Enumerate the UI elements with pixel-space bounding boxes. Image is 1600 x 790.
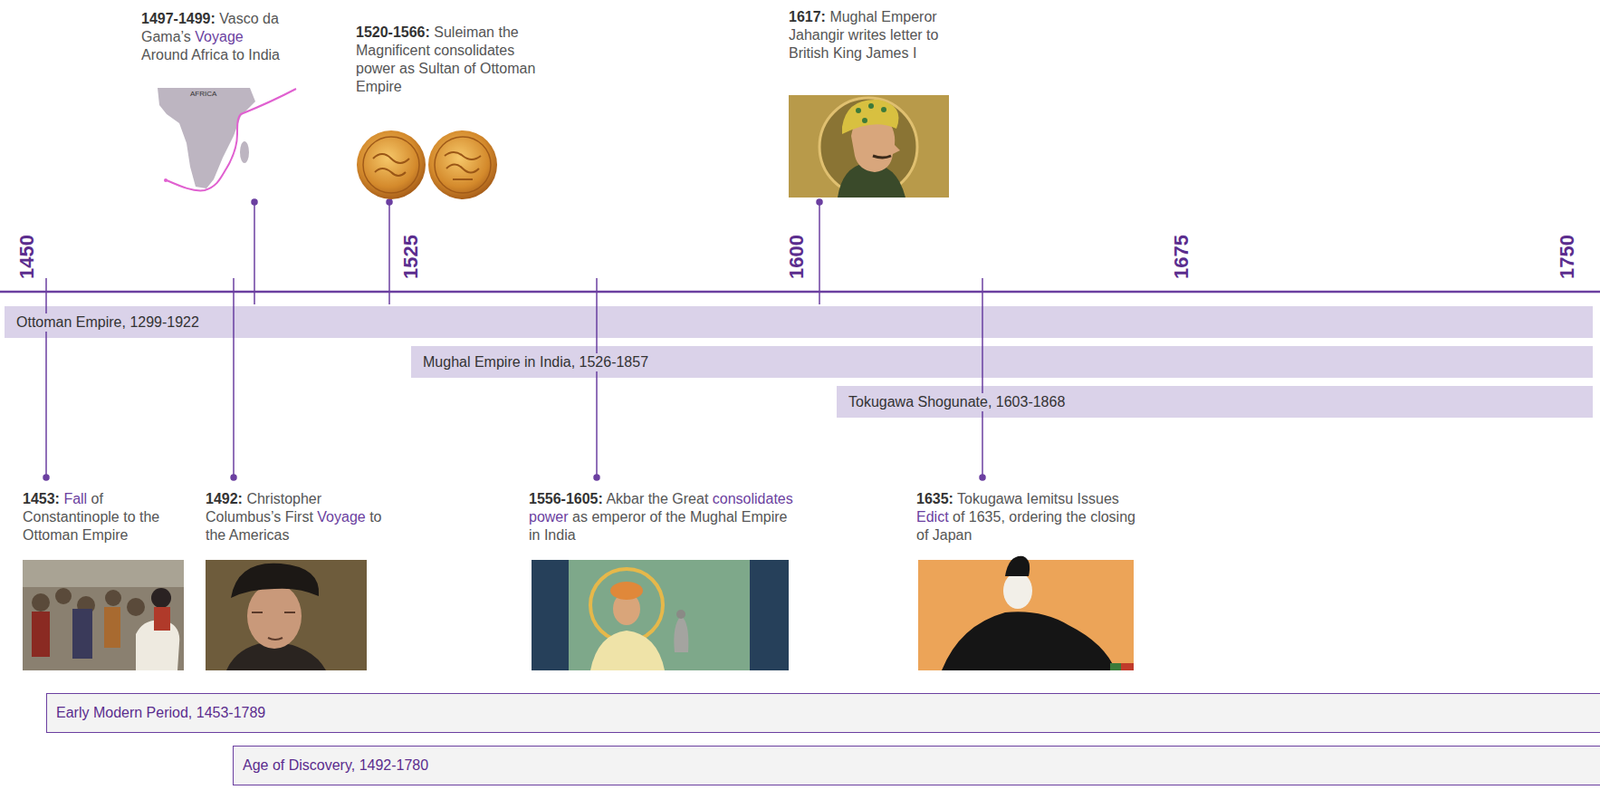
- empire-band: Tokugawa Shogunate, 1603-1868: [836, 385, 1593, 418]
- event-keyword: Edict: [916, 508, 949, 525]
- empire-band: Ottoman Empire, 1299-1922: [4, 306, 1593, 338]
- band-label: Tokugawa Shogunate, 1603-1868: [845, 392, 1068, 412]
- columbus-portrait: [205, 559, 367, 671]
- event-date: 1520-1566:: [355, 24, 431, 40]
- band-label: Mughal Empire in India, 1526-1857: [420, 353, 652, 372]
- event-callout: 1617: Mughal Emperor Jahangir writes let…: [788, 8, 952, 63]
- battle-painting: [22, 559, 184, 671]
- time-axis: [0, 290, 1600, 294]
- event-callout: 1520-1566: Suleiman the Magnificent cons…: [355, 23, 537, 96]
- event-text: Around Africa to India: [141, 47, 280, 63]
- event-callout: 1453: Fall of Constantinople to the Otto…: [22, 489, 191, 545]
- event-date: 1635:: [916, 490, 954, 507]
- empire-band: Mughal Empire in India, 1526-1857: [411, 345, 1593, 378]
- event-date: 1556-1605:: [528, 490, 604, 507]
- event-keyword: Fall: [63, 490, 87, 507]
- event-date: 1492:: [205, 490, 243, 507]
- event-text: of 1635, ordering the closing of Japan: [916, 508, 1136, 543]
- band-label: Age of Discovery, 1492-1780: [242, 756, 429, 774]
- event-text: Tokugawa Iemitsu Issues: [957, 490, 1120, 507]
- year-label: 1675: [1170, 234, 1193, 279]
- year-label: 1525: [400, 234, 422, 279]
- leader-lines: [43, 199, 986, 480]
- period-bar: Age of Discovery, 1492-1780: [232, 745, 1600, 786]
- period-bar: Early Modern Period, 1453-1789: [46, 692, 1600, 733]
- event-callout: 1556-1605: Akbar the Great consolidates …: [528, 489, 801, 545]
- band-label: Early Modern Period, 1453-1789: [56, 704, 266, 721]
- event-date: 1617:: [788, 9, 826, 25]
- year-label: 1450: [16, 234, 39, 279]
- ottoman-coins: [356, 130, 498, 200]
- iemitsu-portrait: [918, 555, 1134, 671]
- band-label: Ottoman Empire, 1299-1922: [13, 313, 202, 332]
- event-keyword: Voyage: [194, 28, 243, 45]
- africa-map: [157, 87, 297, 191]
- event-keyword: Voyage: [316, 508, 365, 525]
- event-date: 1453:: [22, 490, 60, 507]
- event-callout: 1497-1499: Vasco da Gama’s Voyage Around…: [141, 9, 291, 65]
- event-date: 1497-1499:: [141, 10, 216, 27]
- jahangir-portrait: [788, 95, 949, 198]
- event-callout: 1635: Tokugawa Iemitsu Issues Edict of 1…: [916, 489, 1143, 545]
- event-callout: 1492: Christopher Columbus’s First Voyag…: [205, 489, 396, 545]
- map-label: AFRICA: [190, 89, 217, 98]
- year-label: 1600: [785, 234, 808, 279]
- event-text: Akbar the Great: [605, 490, 709, 507]
- akbar-painting: [531, 559, 789, 671]
- year-label: 1750: [1556, 234, 1579, 279]
